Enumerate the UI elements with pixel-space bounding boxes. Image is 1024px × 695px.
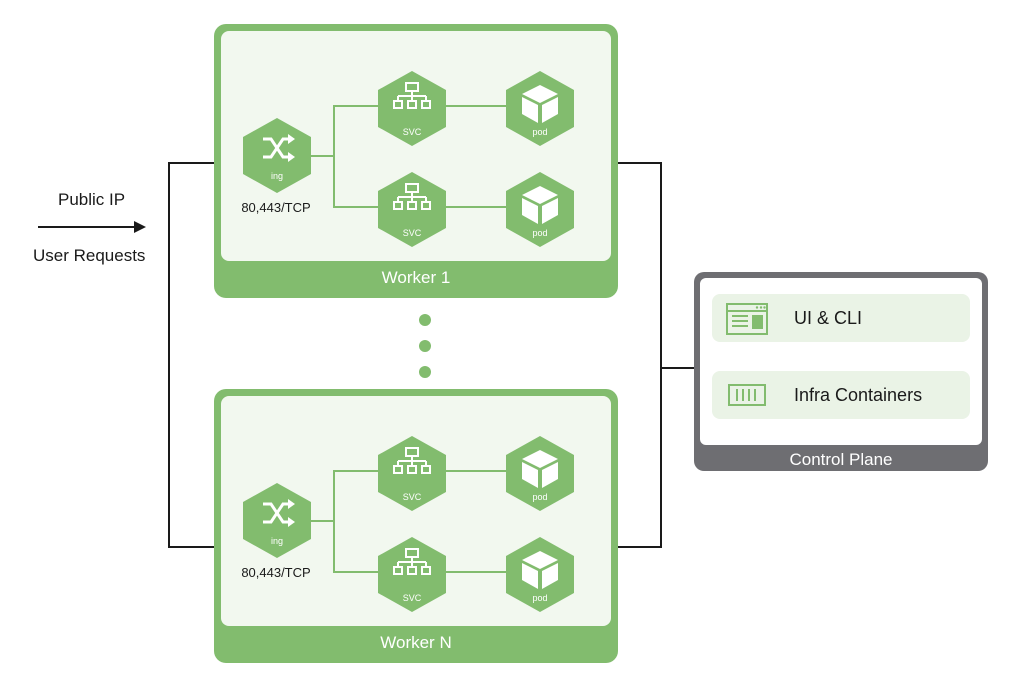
worker-n-title: Worker N: [380, 633, 452, 652]
worker-1-title: Worker 1: [381, 268, 451, 287]
worker-n-node: [214, 389, 618, 663]
browser-window-icon: [726, 303, 768, 335]
svc-label: SVC: [402, 593, 422, 603]
right-connector: [616, 162, 662, 548]
ui-cli-item: UI & CLI: [712, 294, 970, 342]
ellipsis-dots: [419, 314, 431, 378]
worker-1-node: [214, 24, 618, 298]
left-connector: [168, 162, 214, 548]
pod-hex: [506, 71, 574, 146]
pod-label: pod: [532, 228, 548, 238]
pod-hex: [506, 172, 574, 247]
control-plane-title: Control Plane: [789, 450, 893, 469]
ingress-label: ing: [270, 171, 283, 181]
user-requests-label: User Requests: [33, 246, 146, 265]
svc-label: SVC: [402, 127, 422, 137]
pod-hex: [506, 436, 574, 511]
infra-containers-item: Infra Containers: [712, 371, 970, 419]
container-icon: [728, 384, 766, 406]
ingress-port-label: 80,443/TCP: [241, 200, 311, 215]
ingress-hex: [243, 483, 311, 558]
ingress-port-label: 80,443/TCP: [241, 565, 311, 580]
svc-label: SVC: [402, 492, 422, 502]
ingress-label: ing: [270, 536, 283, 546]
inbound-arrow-icon: [38, 221, 146, 233]
pod-label: pod: [532, 127, 548, 137]
infra-containers-label: Infra Containers: [794, 385, 923, 405]
public-ip-label: Public IP: [58, 190, 126, 209]
pod-hex: [506, 537, 574, 612]
ingress-hex: [243, 118, 311, 193]
pod-label: pod: [532, 593, 548, 603]
ui-cli-label: UI & CLI: [794, 308, 863, 328]
svc-label: SVC: [402, 228, 422, 238]
pod-label: pod: [532, 492, 548, 502]
